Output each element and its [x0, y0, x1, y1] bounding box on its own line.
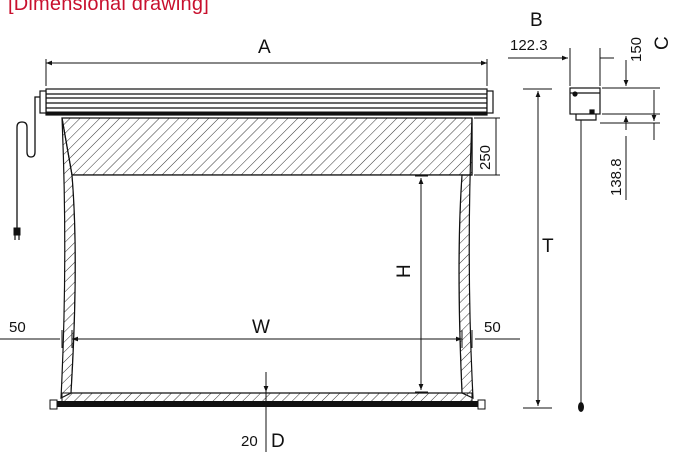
- dimension-h: [415, 175, 428, 393]
- bottom-bar: [49, 399, 486, 410]
- dimension-b: [508, 48, 614, 86]
- viewing-area: [70, 174, 463, 394]
- label-a: A: [258, 37, 271, 58]
- label-w: W: [252, 317, 270, 338]
- dimension-black-drop: [474, 117, 500, 176]
- value-bracket-drop: 138.8: [608, 158, 625, 196]
- power-cord: [16, 96, 40, 228]
- dimension-c: [602, 60, 660, 130]
- label-c: C: [652, 36, 673, 50]
- value-bottom-border: 20: [241, 433, 258, 450]
- label-d: D: [271, 431, 285, 452]
- dimension-w: [0, 330, 520, 348]
- value-black-drop: 250: [477, 145, 494, 170]
- black-drop-area: [61, 117, 473, 176]
- dimension-t: [523, 88, 552, 409]
- value-right-border: 50: [484, 319, 501, 336]
- bottom-border: [61, 392, 473, 403]
- drawing-title: [Dimensional drawing]: [8, 0, 209, 15]
- dimension-a: [45, 59, 488, 86]
- value-left-border: 50: [9, 319, 26, 336]
- value-b: 122.3: [510, 37, 548, 54]
- side-view-bracket: [569, 87, 601, 121]
- pull-cord-handle-icon: [578, 402, 584, 412]
- label-b: B: [530, 10, 543, 31]
- label-t: T: [542, 236, 554, 257]
- dimension-bracket-drop: [600, 90, 660, 200]
- value-c: 150: [628, 37, 645, 62]
- screen-housing: [39, 88, 494, 116]
- label-h: H: [394, 264, 415, 278]
- power-plug-icon: [13, 227, 21, 240]
